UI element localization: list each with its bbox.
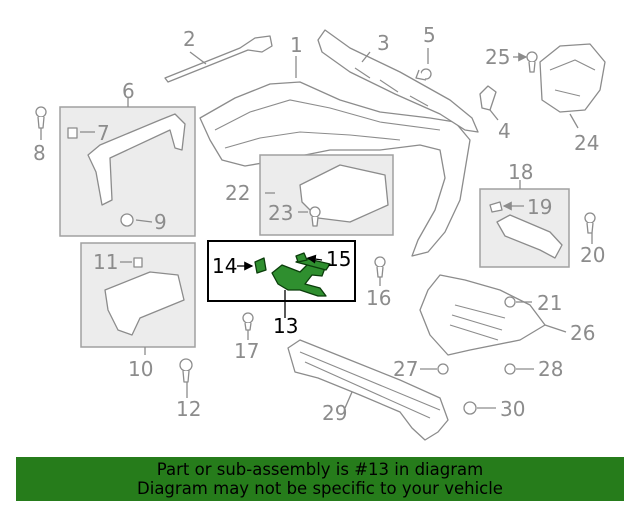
part-16-bolt [374, 256, 386, 278]
part-25-bolt [526, 51, 538, 73]
callout-22: 22 [225, 181, 250, 205]
callout-6: 6 [122, 79, 135, 103]
callout-28: 28 [538, 357, 563, 381]
part-18-bracket [496, 214, 563, 259]
callout-17: 17 [234, 339, 259, 363]
part-6-bracket [87, 113, 186, 206]
part-14-clip [254, 257, 267, 274]
footer-line-2: Diagram may not be specific to your vehi… [137, 479, 503, 498]
callout-23: 23 [268, 201, 293, 225]
callout-7: 7 [97, 121, 110, 145]
parts-diagram: 1 2 3 4 5 6 7 8 9 10 11 12 13 14 15 16 1… [33, 23, 606, 441]
part-9-clip [120, 213, 134, 227]
callout-14: 14 [212, 254, 237, 278]
part-26-undercover [419, 274, 546, 356]
callout-20: 20 [580, 243, 605, 267]
callout-3: 3 [377, 31, 390, 55]
part-21-clip [504, 296, 516, 308]
footer-banner: Part or sub-assembly is #13 in diagram D… [16, 457, 624, 501]
part-22-bracket [299, 164, 389, 223]
callout-13: 13 [273, 314, 298, 338]
part-10-bracket [104, 271, 185, 336]
part-24-bracket [539, 43, 606, 113]
part-27-clip [437, 363, 449, 375]
callout-21: 21 [537, 291, 562, 315]
callout-labels: 1 2 3 4 5 6 7 8 9 10 11 12 13 14 15 16 1… [33, 23, 605, 425]
callout-18: 18 [508, 160, 533, 184]
part-19-clip [489, 201, 503, 213]
part-8-bolt [35, 106, 47, 129]
callout-10: 10 [128, 357, 153, 381]
part-29-beam [287, 339, 449, 441]
callout-9: 9 [154, 210, 167, 234]
part-17-clip [242, 312, 254, 331]
part-3-bracket [317, 29, 479, 133]
part-30-bolt [463, 401, 477, 415]
callout-29: 29 [322, 401, 347, 425]
part-5-bolt [415, 68, 432, 81]
part-23-bolt [309, 206, 321, 227]
callout-5: 5 [423, 23, 436, 47]
callout-24: 24 [574, 131, 599, 155]
part-28-clip [504, 363, 516, 375]
callout-27: 27 [393, 357, 418, 381]
footer-line-1: Part or sub-assembly is #13 in diagram [156, 460, 484, 479]
callout-2: 2 [183, 27, 196, 51]
callout-16: 16 [366, 286, 391, 310]
callout-30: 30 [500, 397, 525, 421]
callout-25: 25 [485, 45, 510, 69]
callout-8: 8 [33, 141, 46, 165]
callout-19: 19 [527, 195, 552, 219]
callout-26: 26 [570, 321, 595, 345]
part-7-clip [67, 127, 78, 139]
leader-lines [40, 48, 593, 409]
part-4-clip [479, 85, 497, 111]
part-2-trim-strip [164, 35, 273, 83]
part-11-clip [133, 257, 143, 268]
part-20-bolt [584, 212, 596, 234]
callout-1: 1 [290, 33, 303, 57]
part-12-bolt [179, 358, 193, 383]
callout-15: 15 [326, 247, 351, 271]
callout-4: 4 [498, 119, 511, 143]
callout-11: 11 [93, 250, 118, 274]
callout-12: 12 [176, 397, 201, 421]
